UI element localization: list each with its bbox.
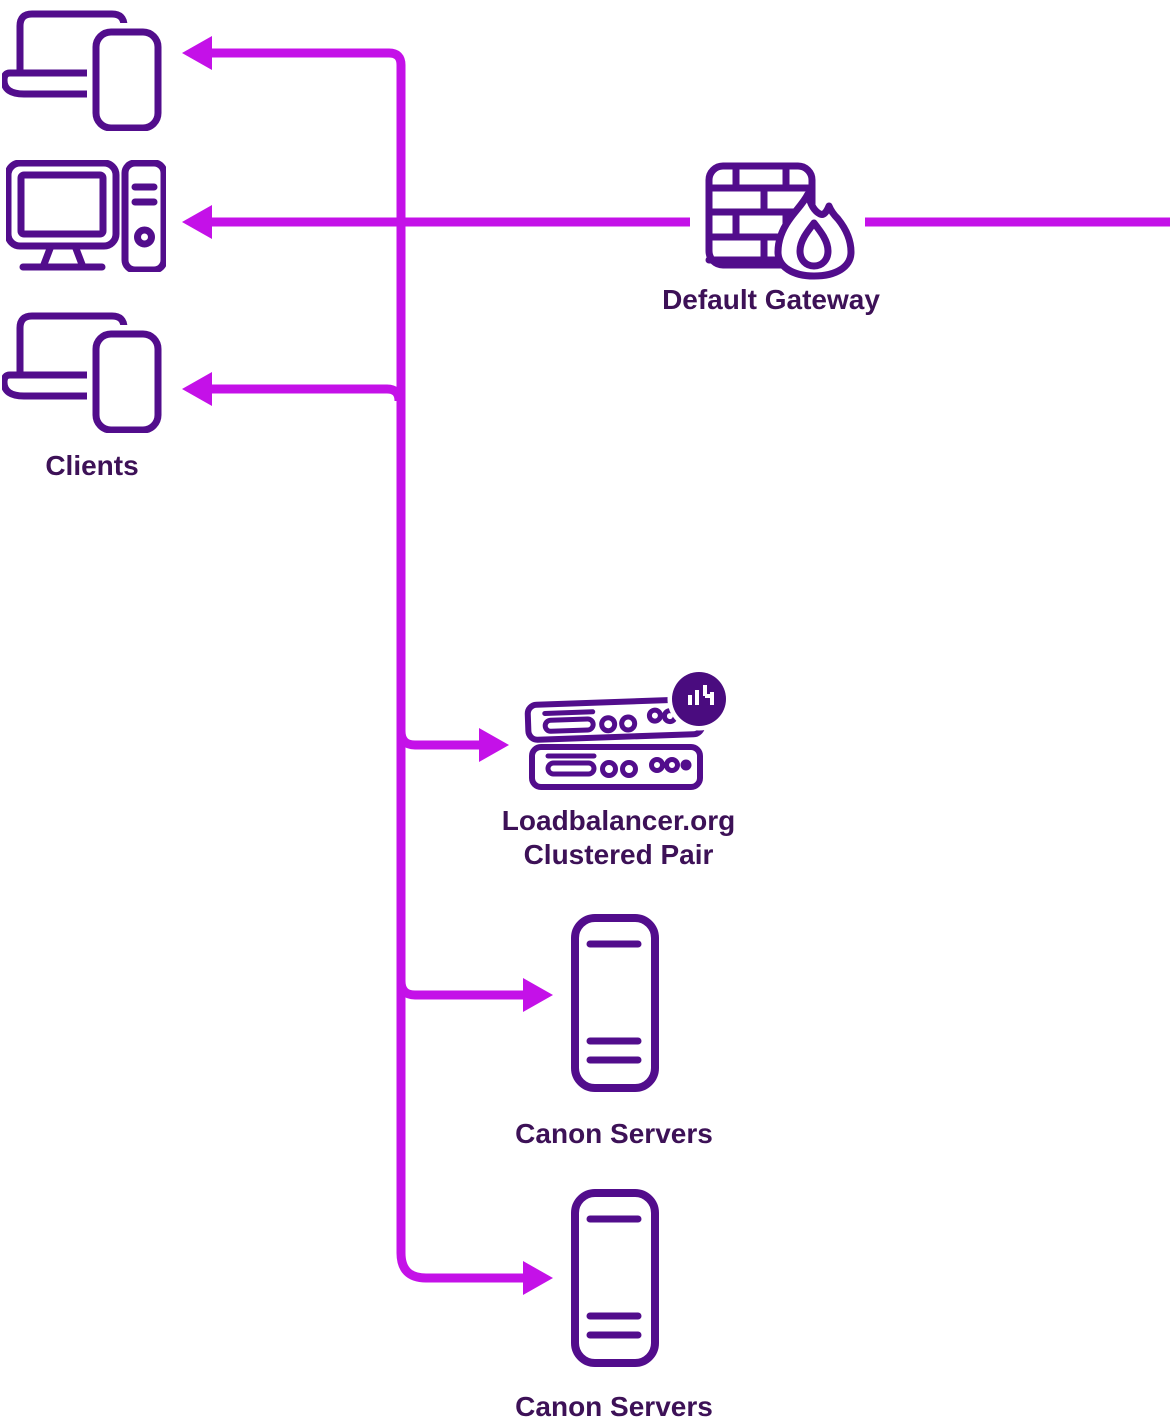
loadbalancer-label-line2: Clustered Pair [523,839,714,870]
flame-inner [796,219,832,270]
loadbalancer-label: Loadbalancer.org Clustered Pair [496,804,741,872]
arrowhead-client-middle [182,205,212,239]
arrowhead-canon-top [523,978,553,1012]
desktop-tower-icon [6,160,166,272]
arrowhead-canon-bottom [523,1261,553,1295]
arrowhead-loadbalancer [479,728,509,762]
client-bottom-branch [212,384,404,402]
rack-unit-bottom [529,744,703,790]
trunk-line [210,48,523,1283]
arrowhead-client-top [182,36,212,70]
tower-server-icon [571,1189,659,1367]
canon-servers-bottom-label: Canon Servers [515,1391,713,1417]
laptop-phone-icon [2,10,162,131]
arrowhead-client-bottom [182,372,212,406]
loadbalancer-logo-badge [667,668,731,731]
loadbalancer-label-line1: Loadbalancer.org [501,805,736,836]
default-gateway-label: Default Gateway [662,284,880,315]
clients-label: Clients [45,450,139,481]
rack-server-pair-icon [524,668,731,790]
canon-top-branch [396,980,523,1000]
loadbalancer-branch [396,730,479,750]
laptop-phone-icon [2,312,162,433]
canon-servers-top-label: Canon Servers [515,1118,713,1149]
tower-server-icon [571,914,659,1092]
firewall-flame-icon [705,162,855,280]
